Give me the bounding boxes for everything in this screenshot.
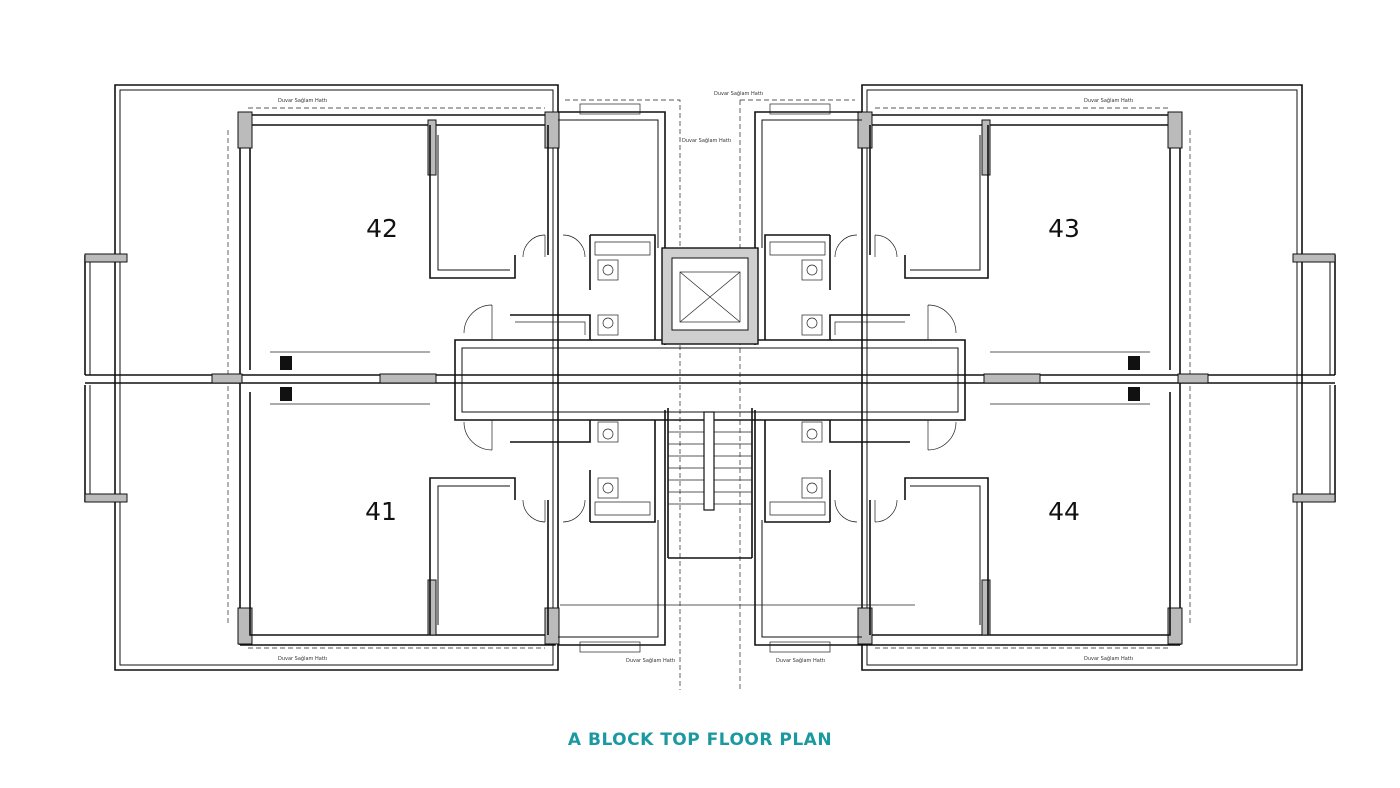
wall-line-label: Duvar Sağlam Hattı bbox=[1084, 97, 1133, 104]
wall-line-label: Duvar Sağlam Hattı bbox=[1084, 655, 1133, 662]
wall-line-label: Duvar Sağlam Hattı bbox=[278, 655, 327, 662]
wall-line-label: Duvar Sağlam Hattı bbox=[714, 90, 763, 97]
wall-line-label: Duvar Sağlam Hattı bbox=[626, 657, 675, 664]
plan-title: A BLOCK TOP FLOOR PLAN bbox=[567, 730, 833, 750]
wall-line-label: Duvar Sağlam Hattı bbox=[682, 137, 731, 144]
floor-plan-drawing: 42 43 41 44 Duvar Sağlam Hattı Duvar Sağ… bbox=[84, 84, 1336, 690]
unit-number-43: 43 bbox=[1048, 214, 1080, 243]
wall-line-label: Duvar Sağlam Hattı bbox=[278, 97, 327, 104]
unit-number-44: 44 bbox=[1048, 497, 1080, 526]
wall-line-label: Duvar Sağlam Hattı bbox=[776, 657, 825, 664]
unit-number-41: 41 bbox=[365, 497, 397, 526]
unit-number-42: 42 bbox=[366, 214, 398, 243]
